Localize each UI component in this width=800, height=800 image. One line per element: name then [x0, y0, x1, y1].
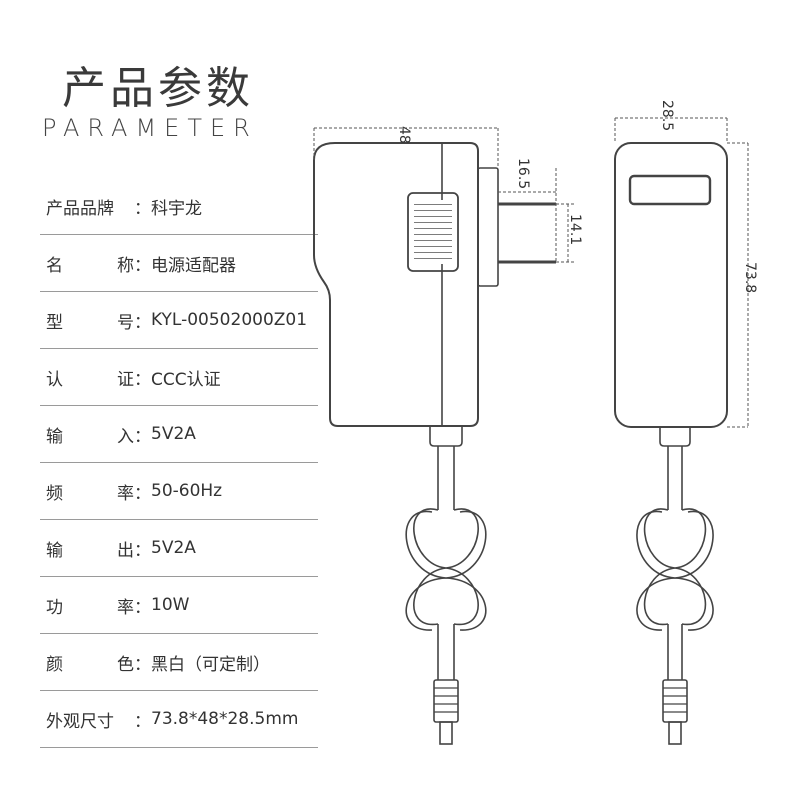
dim-side-width: 48: [396, 126, 412, 144]
dim-prong-spacing: 14.1: [567, 214, 583, 245]
spec-row-certification: 认证 ： CCC认证: [40, 349, 318, 406]
spec-value: 50-60Hz: [151, 481, 223, 501]
spec-label: 频率: [46, 483, 134, 504]
side-grip: [407, 192, 459, 272]
spec-table: 产品品牌 ： 科宇龙 名称 ： 电源适配器 型号 ： KYL-00502000Z…: [40, 178, 318, 748]
spec-row-frequency: 频率 ： 50-60Hz: [40, 463, 318, 520]
side-view: [313, 142, 556, 745]
spec-value: KYL-00502000Z01: [151, 310, 308, 330]
spec-value: CCC认证: [151, 369, 221, 390]
spec-row-color: 颜色 ： 黑白（可定制）: [40, 634, 318, 691]
dim-front-width: 28.5: [659, 100, 675, 131]
plug-base: [477, 167, 499, 287]
spec-label: 认证: [46, 369, 134, 390]
spec-label: 型号: [46, 312, 134, 333]
spec-value: 73.8*48*28.5mm: [151, 709, 299, 729]
spec-value: 科宇龙: [151, 198, 202, 219]
spec-value: 5V2A: [151, 538, 196, 558]
side-view-body: [313, 142, 479, 427]
spec-value: 5V2A: [151, 424, 196, 444]
dim-prong-length: 16.5: [515, 158, 531, 189]
front-view-body: [614, 142, 728, 428]
spec-row-input: 输入 ： 5V2A: [40, 406, 318, 463]
front-strain-relief: [659, 427, 691, 447]
page-title: 产品参数: [62, 63, 254, 114]
spec-value: 黑白（可定制）: [151, 654, 270, 675]
spec-label: 颜色: [46, 654, 134, 675]
side-dimensions: [313, 127, 574, 263]
spec-row-power: 功率 ： 10W: [40, 577, 318, 634]
spec-label: 名称: [46, 255, 134, 276]
spec-row-output: 输出 ： 5V2A: [40, 520, 318, 577]
spec-label: 产品品牌: [46, 198, 114, 219]
front-window: [628, 174, 712, 206]
spec-label: 功率: [46, 597, 134, 618]
front-dimensions: [614, 117, 749, 428]
page-subtitle: PARAMETER: [42, 114, 258, 142]
spec-row-name: 名称 ： 电源适配器: [40, 235, 318, 292]
spec-row-dimensions: 外观尺寸 ： 73.8*48*28.5mm: [40, 691, 318, 748]
spec-label: 输出: [46, 540, 134, 561]
spec-value: 10W: [151, 595, 190, 615]
front-view: [614, 142, 728, 745]
side-strain-relief: [429, 426, 463, 447]
spec-row-brand: 产品品牌 ： 科宇龙: [40, 178, 318, 235]
dim-height: 73.8: [742, 262, 758, 293]
spec-label: 外观尺寸: [46, 711, 114, 732]
front-cable-coil: [643, 508, 707, 626]
side-dc-plug: [433, 679, 459, 723]
spec-row-model: 型号 ： KYL-00502000Z01: [40, 292, 318, 349]
side-cable-coil: [413, 508, 479, 626]
spec-label: 输入: [46, 426, 134, 447]
spec-value: 电源适配器: [151, 255, 236, 276]
front-dc-plug: [662, 679, 688, 723]
